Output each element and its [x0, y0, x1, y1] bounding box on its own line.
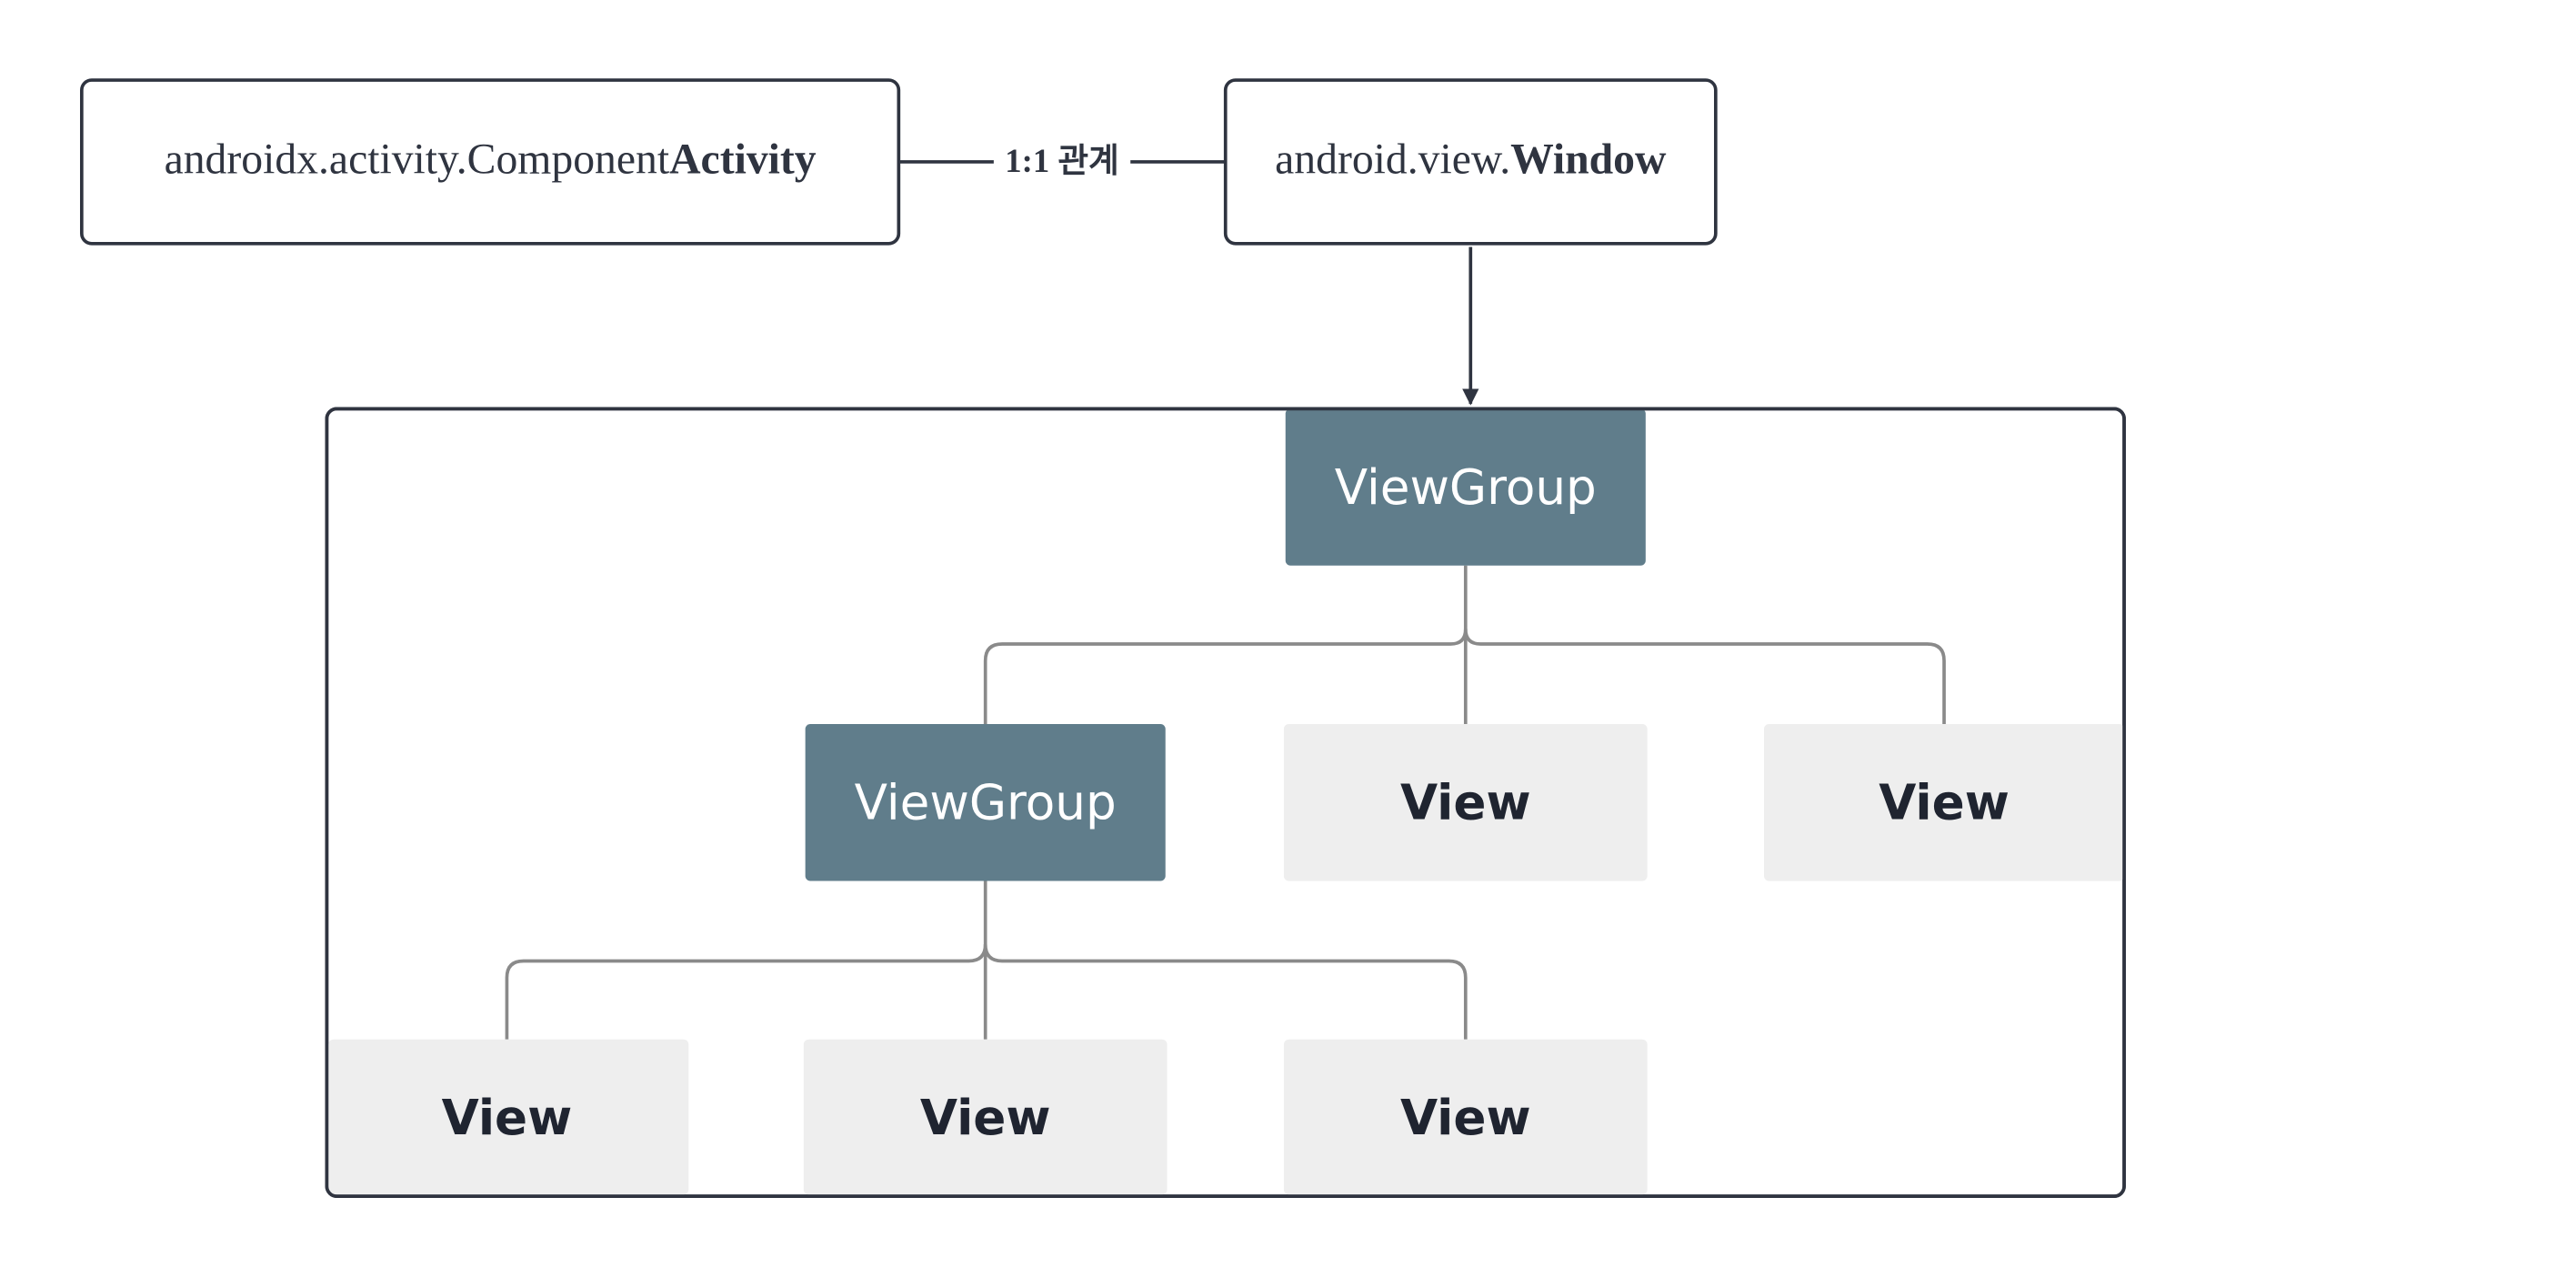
level2-view-node-2: View — [803, 1039, 1168, 1195]
window-box — [1223, 78, 1718, 246]
level1-view-box-2 — [1764, 724, 2125, 881]
relation-label: 1:1 관계 — [1005, 142, 1118, 179]
relation-connector: 1:1 관계 — [898, 142, 1226, 179]
root-connectors — [983, 565, 1946, 725]
child-connectors — [505, 880, 1468, 1040]
activity-label-prefix: androidx.activity.Component — [165, 136, 670, 184]
activity-label-bold: Activity — [669, 136, 817, 184]
root-viewgroup-label: ViewGroup — [1335, 459, 1597, 516]
level2-view-node-1: View — [328, 1039, 689, 1195]
activity-label: androidx.activity.ComponentActivity — [165, 136, 817, 184]
level1-view-node-1: View — [1283, 724, 1648, 881]
root-branch-left — [983, 629, 1468, 725]
root-branch-right — [1463, 629, 1946, 725]
level2-view-label-2: View — [920, 1090, 1051, 1146]
child-branch-left — [505, 944, 987, 1040]
window-label-bold: Window — [1510, 136, 1667, 184]
level2-view-box-3 — [1283, 1039, 1648, 1195]
level1-viewgroup-box — [805, 724, 1166, 881]
activity-node: androidx.activity.ComponentActivity — [80, 78, 901, 246]
child-branch-right — [983, 944, 1468, 1040]
window-label-prefix: android.view. — [1275, 136, 1510, 184]
level1-view-label-2: View — [1879, 775, 2010, 831]
level1-viewgroup-label: ViewGroup — [855, 775, 1117, 831]
root-viewgroup-node: ViewGroup — [1285, 408, 1646, 566]
window-label: android.view.Window — [1275, 136, 1667, 184]
level1-view-box-1 — [1283, 724, 1648, 881]
level2-view-label-3: View — [1400, 1090, 1531, 1146]
level1-view-label-1: View — [1400, 775, 1531, 831]
level2-view-box-2 — [803, 1039, 1168, 1195]
level2-view-box-1 — [328, 1039, 689, 1195]
level1-viewgroup-node: ViewGroup — [805, 724, 1166, 881]
level2-view-label-1: View — [442, 1090, 573, 1146]
hierarchy-container-outline — [325, 407, 2126, 1198]
root-viewgroup-box — [1285, 408, 1646, 566]
level1-view-node-2: View — [1764, 724, 2125, 881]
level2-view-node-3: View — [1283, 1039, 1648, 1195]
window-node: android.view.Window — [1223, 78, 1718, 246]
